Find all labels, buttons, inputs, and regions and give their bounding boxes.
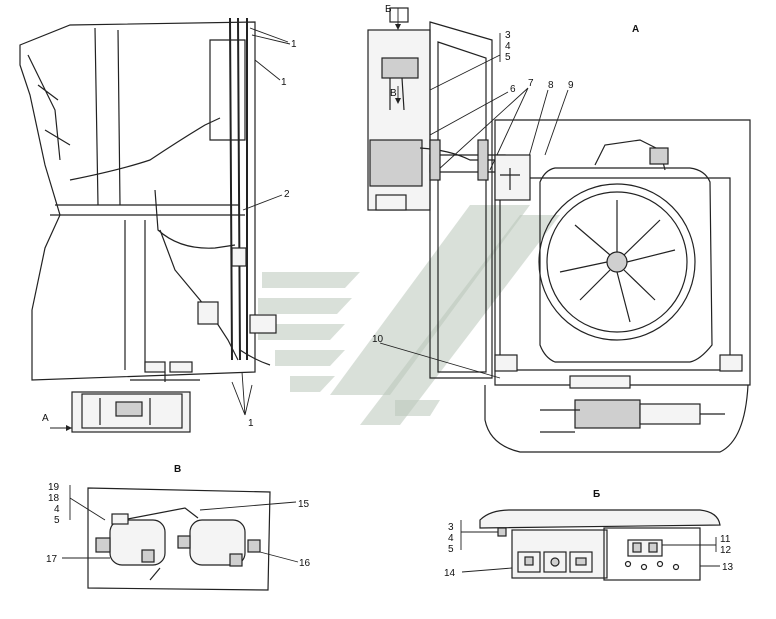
callout-3-top: 3 [505,30,511,41]
callout-5-b: 5 [448,544,454,555]
callout-16: 16 [299,558,311,569]
callout-5-top: 5 [505,52,511,63]
view-v-title: В [174,464,181,475]
callout-4-b: 4 [448,533,454,544]
view-arrow-v: В [390,88,397,99]
left-callouts: 1 1 2 1 А [42,27,297,431]
callout-13: 13 [722,562,734,573]
callout-1-bottom: 1 [248,418,254,429]
callout-5-v: 5 [54,515,60,526]
callout-14: 14 [444,568,456,579]
middle-callouts: 3 4 5 6 7 8 9 10 [372,30,574,379]
callout-18: 18 [48,493,60,504]
view-arrow-a: А [42,413,49,424]
callout-4-v: 4 [54,504,60,515]
view-b-control-panel: Б [479,489,721,581]
callout-15: 15 [298,499,310,510]
view-b-title: Б [593,489,600,500]
view-b-callouts: 3 4 5 11 12 14 13 [444,520,734,579]
callout-4-top: 4 [505,41,511,52]
view-a-title: А [632,24,639,35]
callout-2: 2 [284,189,290,200]
view-v-relay-block: В [87,464,271,591]
view-v-callouts: 19 18 4 5 15 17 16 [46,482,311,569]
watermark-logo [258,205,560,425]
callout-6: 6 [510,84,516,95]
side-panel-view: Б В [367,4,500,379]
view-arrow-b: Б [385,4,392,15]
callout-11: 11 [720,534,731,545]
view-a-heater: А [429,24,751,453]
cab-side-view [19,17,277,433]
callout-17: 17 [46,554,58,565]
callout-10: 10 [372,334,384,345]
callout-7: 7 [528,78,534,89]
callout-1-mid: 1 [281,77,287,88]
callout-9: 9 [568,80,574,91]
callout-12: 12 [720,545,732,556]
callout-3-b: 3 [448,522,454,533]
callout-1-top: 1 [291,39,297,50]
callout-8: 8 [548,80,554,91]
callout-19: 19 [48,482,60,493]
